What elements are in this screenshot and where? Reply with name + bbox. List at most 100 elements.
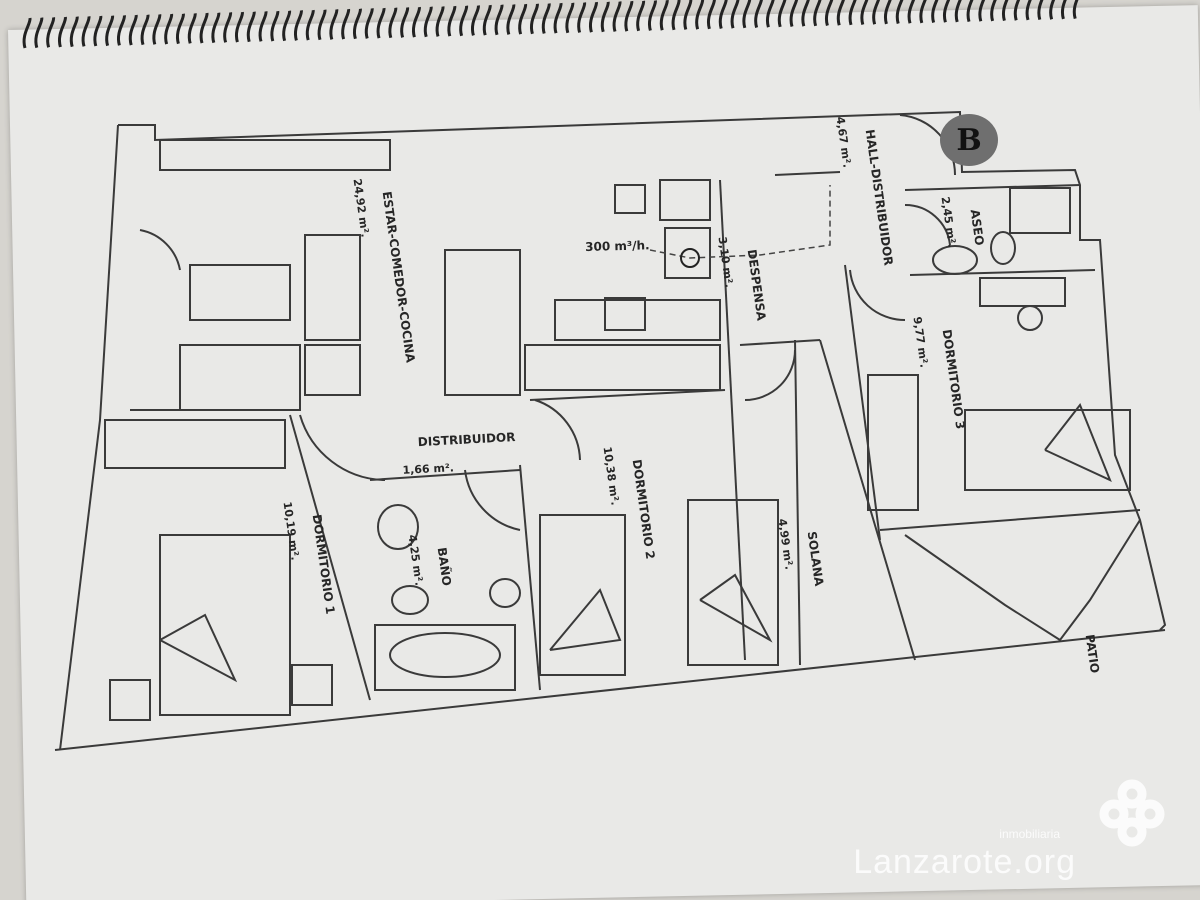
bed-sheet [549, 588, 622, 651]
binding-ring [105, 15, 115, 47]
shower-tray [1009, 187, 1071, 234]
room-name: PATIO [1082, 633, 1102, 674]
room-dormitorio-3: DORMITORIO 3 9,77 m². [882, 310, 982, 438]
room-bano: BAÑO 4,25 m². [377, 528, 468, 595]
room-area: 1,66 m². [402, 461, 455, 477]
wall [909, 269, 1096, 276]
door-arc [534, 399, 581, 461]
binding-ring [553, 2, 563, 34]
binding-ring [69, 16, 79, 48]
binding-ring [140, 14, 150, 46]
room-area: 10,38 m². [600, 445, 622, 507]
binding-ring [1049, 0, 1056, 20]
bathtub-inner [389, 632, 501, 678]
binding-ring [117, 15, 126, 46]
toilet [391, 585, 429, 615]
binding-ring [848, 0, 857, 26]
binding-ring [388, 7, 398, 39]
armchair [304, 344, 361, 396]
binding-ring [223, 12, 233, 43]
binding-ring [789, 0, 799, 27]
binding-ring [600, 1, 610, 33]
door-arc [904, 203, 951, 246]
room-area: 3,10 m². [715, 235, 736, 289]
binding-ring [46, 17, 56, 48]
binding-ring [1072, 0, 1079, 20]
fan-icon [680, 248, 700, 268]
binding-ring [648, 0, 657, 31]
door-arc [464, 469, 521, 531]
binding-ring [128, 14, 138, 46]
binding-ring [695, 0, 705, 30]
watermark-tagline: inmobiliaria [999, 827, 1060, 841]
binding-ring [22, 17, 32, 49]
binding-ring [376, 7, 386, 39]
aseo-toilet [990, 231, 1016, 265]
binding-ring [742, 0, 752, 29]
bed-dormitorio-1 [159, 534, 291, 716]
binding-ring [801, 0, 810, 27]
binding-ring [565, 2, 575, 34]
binding-ring [754, 0, 764, 28]
binding-ring [1061, 0, 1067, 20]
binding-ring [282, 10, 292, 42]
desk [979, 277, 1066, 307]
binding-ring [187, 13, 197, 44]
binding-ring [1002, 0, 1009, 22]
room-patio: PATIO [1066, 615, 1115, 676]
binding-ring [93, 15, 103, 47]
armchair [304, 234, 361, 341]
binding-ring [270, 10, 280, 42]
room-area: 4,67 m². [833, 115, 854, 169]
binding-ring [990, 0, 997, 22]
binding-ring [412, 6, 421, 38]
room-name: BAÑO [434, 546, 454, 587]
watermark: inmobiliaria Lanzarote.org [853, 827, 1180, 882]
binding-ring [235, 11, 244, 43]
binding-ring [718, 0, 728, 29]
binding-ring [506, 4, 516, 35]
room-dormitorio-1: DORMITORIO 1 10,19 m². [252, 495, 352, 623]
binding-ring [589, 1, 598, 33]
dining-table [444, 249, 521, 396]
room-despensa: DESPENSA 3,10 m². [687, 230, 782, 329]
binding-ring [329, 9, 339, 40]
binding-ring [541, 3, 551, 34]
binding-ring [530, 3, 539, 35]
wall [519, 464, 541, 691]
room-name: HALL-DISTRIBUIDOR [862, 128, 896, 267]
wall [844, 264, 881, 541]
flow-label: 300 m³/h. [585, 238, 650, 254]
bed-sheet [1044, 403, 1112, 482]
binding-ring [447, 5, 457, 37]
binding-ring [884, 0, 892, 25]
wall [719, 179, 746, 661]
bed-dormitorio-3 [964, 409, 1131, 491]
binding-ring [624, 0, 634, 32]
room-name: DORMITORIO 1 [309, 513, 338, 616]
binding-ring [872, 0, 881, 25]
outer-wall-south [54, 629, 1166, 751]
binding-ring [152, 14, 162, 45]
wall [879, 509, 1141, 531]
door-arc [849, 269, 906, 322]
binding-ring [1025, 0, 1032, 21]
binding-ring [919, 0, 927, 24]
binding-ring [683, 0, 693, 30]
room-area: 4,99 m². [775, 517, 796, 571]
sofa [179, 344, 301, 411]
outer-wall-west [59, 124, 119, 751]
binding-ring [471, 5, 480, 36]
room-name: ASEO [967, 208, 987, 247]
binding-ring [353, 8, 362, 40]
wall [794, 339, 801, 666]
binding-ring [730, 0, 740, 29]
binding-ring [482, 4, 492, 36]
binding-ring [246, 11, 256, 43]
door-arc [299, 414, 386, 481]
spiral-binding [22, 0, 1079, 49]
brand-logo-icon [1099, 779, 1165, 847]
room-name: DISTRIBUIDOR [417, 429, 516, 450]
